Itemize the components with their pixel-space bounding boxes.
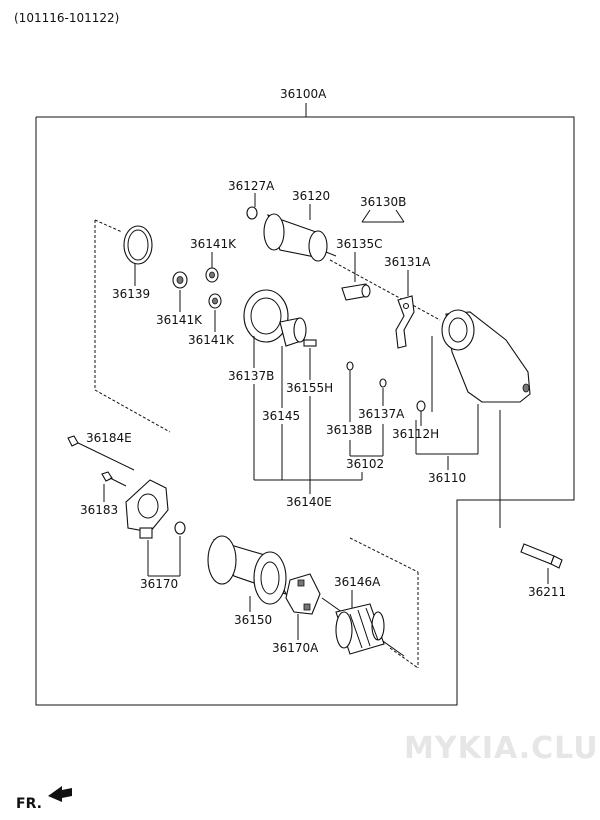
assembly-code-label[interactable]: 36100A [280, 87, 327, 101]
part-36139-label[interactable]: 36139 [112, 287, 150, 301]
bushing-top-part [205, 267, 219, 283]
gasket-part [123, 225, 153, 265]
serial-range-label: (101116-101122) [14, 11, 119, 25]
part-36110-label[interactable]: 36110 [428, 471, 466, 485]
bushing-left-part [172, 271, 188, 289]
part-36127A-label[interactable]: 36127A [228, 179, 275, 193]
part-36141K-bottom-label[interactable]: 36141K [188, 333, 235, 347]
part-36135C-label[interactable]: 36135C [336, 237, 383, 251]
part-36131A-label[interactable]: 36131A [384, 255, 431, 269]
part-36146A-label[interactable]: 36146A [334, 575, 381, 589]
through-bolt-part [499, 410, 563, 569]
part-36140E-label[interactable]: 36140E [286, 495, 332, 509]
part-36141K-left-label[interactable]: 36141K [156, 313, 203, 327]
assembly-frame [35, 116, 575, 706]
part-36170-label[interactable]: 36170 [140, 577, 178, 591]
front-arrow-icon [48, 786, 72, 802]
front-direction-label: FR. [16, 796, 42, 812]
part-36184E-label[interactable]: 36184E [86, 431, 132, 445]
part-36137A-label[interactable]: 36137A [358, 407, 405, 421]
part-36102-label[interactable]: 36102 [346, 457, 384, 471]
part-36145-label[interactable]: 36145 [262, 409, 300, 423]
yoke-assembly-part [207, 535, 288, 605]
part-36183-label[interactable]: 36183 [80, 503, 118, 517]
armature-part [321, 597, 405, 657]
part-36120-label[interactable]: 36120 [292, 189, 330, 203]
part-36155H-label[interactable]: 36155H [286, 381, 333, 395]
part-36211-label[interactable]: 36211 [528, 585, 566, 599]
brush-holder-plate-part [125, 479, 186, 539]
plunger-part [341, 283, 371, 301]
collar-part [416, 400, 426, 412]
solenoid-part [246, 206, 337, 262]
washer-part [346, 361, 354, 371]
part-36130B-label[interactable]: 36130B [360, 195, 406, 209]
watermark: MYKIA.CLUB [404, 731, 600, 766]
gear-housing-part [243, 289, 317, 347]
part-36137B-label[interactable]: 36137B [228, 369, 274, 383]
part-36150-label[interactable]: 36150 [234, 613, 272, 627]
screw-part [101, 471, 127, 487]
part-36141K-top-label[interactable]: 36141K [190, 237, 237, 251]
long-bolt-part [67, 435, 135, 471]
front-housing-part [441, 309, 531, 403]
snap-ring-part [379, 378, 387, 388]
part-36138B-label[interactable]: 36138B [326, 423, 372, 437]
shift-lever-part [395, 295, 415, 349]
bushing-bottom-part [208, 293, 222, 309]
part-36170A-label[interactable]: 36170A [272, 641, 319, 655]
brush-holder-part [285, 573, 321, 615]
